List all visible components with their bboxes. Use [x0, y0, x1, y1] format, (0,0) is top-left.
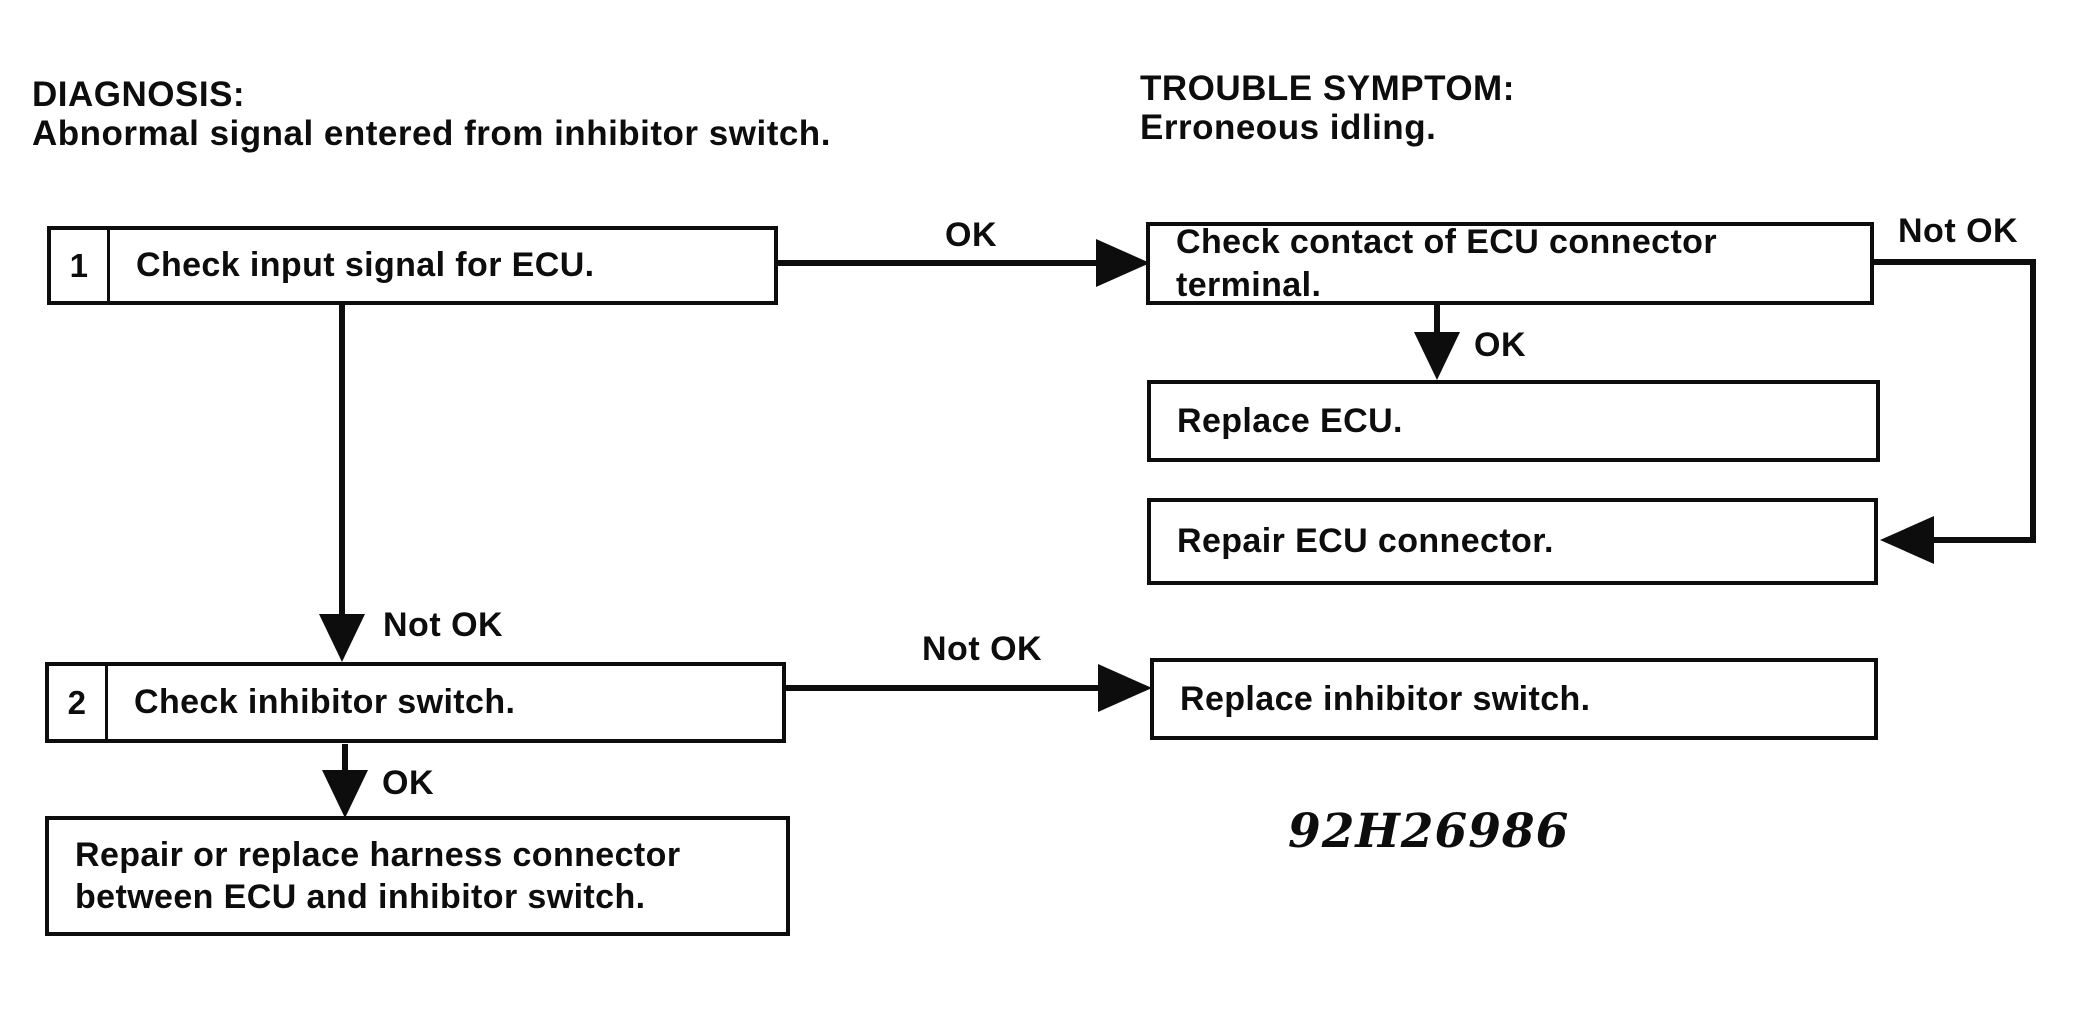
label-notok-step2-right: Not OK [922, 630, 1043, 668]
arrowhead-step2-to-repair-harness [322, 770, 368, 818]
label-notok-check-contact-right: Not OK [1898, 212, 2019, 250]
step2-label: Check inhibitor switch. [134, 683, 516, 722]
check-ecu-connector-box: Check contact of ECU connector terminal. [1146, 222, 1874, 305]
label-notok-step1-down: Not OK [383, 606, 504, 644]
replace-ecu-box: Replace ECU. [1147, 380, 1880, 462]
repair-ecu-connector-box: Repair ECU connector. [1147, 498, 1878, 585]
arrow-check-contact-to-repair-connector [1872, 259, 2036, 543]
repair-harness-label: Repair or replace harness connector betw… [75, 835, 681, 917]
repair-ecu-connector-label: Repair ECU connector. [1177, 522, 1554, 561]
label-ok-step1-right: OK [945, 216, 997, 254]
step2-number: 2 [49, 666, 108, 739]
trouble-symptom-label: TROUBLE SYMPTOM: [1140, 69, 1515, 108]
diagnosis-label: DIAGNOSIS: [32, 75, 246, 114]
step2-box: 2 Check inhibitor switch. [45, 662, 786, 743]
arrowhead-step2-to-replace-inhibitor [1098, 664, 1152, 712]
arrowhead-step1-to-check-contact [1096, 239, 1150, 287]
label-ok-step2-down: OK [382, 764, 434, 802]
repair-harness-box: Repair or replace harness connector betw… [45, 816, 790, 936]
check-ecu-connector-label: Check contact of ECU connector terminal. [1176, 223, 1717, 304]
arrowhead-check-contact-to-replace-ecu [1414, 332, 1460, 380]
diagnosis-text: Abnormal signal entered from inhibitor s… [32, 113, 831, 153]
replace-ecu-label: Replace ECU. [1177, 401, 1403, 440]
trouble-symptom-text: Erroneous idling. [1140, 107, 1437, 147]
step1-box: 1 Check input signal for ECU. [47, 226, 778, 305]
replace-inhibitor-switch-box: Replace inhibitor switch. [1150, 658, 1878, 740]
label-ok-check-contact-down: OK [1474, 326, 1526, 364]
figure-number: 92H26986 [1288, 804, 1570, 859]
step1-number: 1 [51, 230, 110, 301]
arrowhead-check-contact-to-repair-connector [1880, 516, 1934, 564]
diagnosis-header: DIAGNOSIS: Abnormal signal entered from … [32, 75, 831, 153]
replace-inhibitor-switch-label: Replace inhibitor switch. [1180, 679, 1591, 718]
trouble-symptom-header: TROUBLE SYMPTOM: Erroneous idling. [1140, 69, 1515, 147]
arrowhead-step1-to-step2 [319, 614, 365, 662]
step1-label: Check input signal for ECU. [136, 246, 595, 285]
